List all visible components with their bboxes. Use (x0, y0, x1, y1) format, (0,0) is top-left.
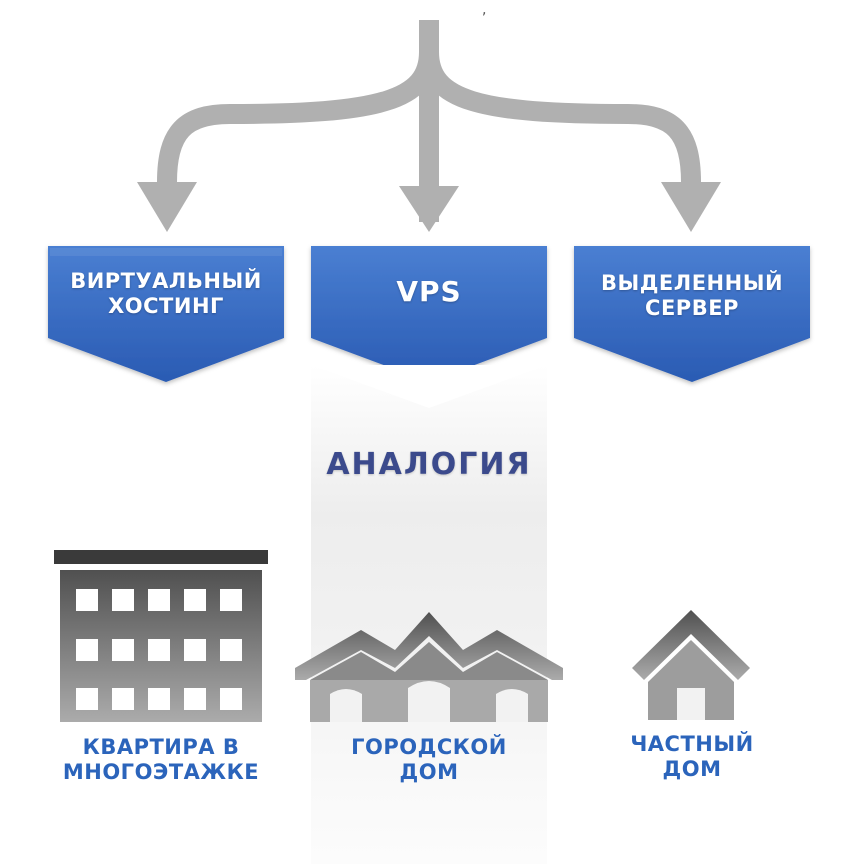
private-house-icon (632, 610, 750, 720)
category-label-vps: VPS (311, 275, 547, 308)
analogy-label-private-house: ЧАСТНЫЙ ДОМ (574, 732, 810, 782)
category-label-line: ХОСТИНГ (108, 293, 224, 318)
analogy-label-line: КВАРТИРА В (82, 735, 240, 759)
analogy-label-apartment: КВАРТИРА В МНОГОЭТАЖКЕ (30, 735, 292, 785)
analogy-heading: АНАЛОГИЯ (326, 447, 532, 482)
category-label-line: ВИРТУАЛЬНЫЙ (70, 269, 262, 293)
right-arrow-head (661, 182, 721, 232)
house-door (677, 688, 705, 720)
right-arrow-stem (419, 51, 701, 183)
category-label-line: VPS (396, 275, 462, 308)
center-arrow-head (399, 186, 459, 232)
category-box-dedicated-server (574, 246, 810, 382)
townhouse-icon (295, 612, 563, 722)
townhouse-door-center (408, 681, 450, 722)
left-arrow-head (137, 182, 197, 232)
analogy-label-line: ДОМ (399, 759, 459, 784)
category-label-dedicated-server: ВЫДЕЛЕННЫЙ СЕРВЕР (574, 271, 810, 321)
analogy-label-line: ЧАСТНЫЙ (630, 732, 754, 756)
analogy-label-line: МНОГОЭТАЖКЕ (62, 759, 260, 784)
analogy-label-line: ДОМ (662, 756, 722, 781)
analogy-label-townhouse: ГОРОДСКОЙ ДОМ (311, 735, 547, 785)
category-label-line: СЕРВЕР (645, 295, 739, 320)
townhouse-door-left (330, 689, 362, 722)
apartment-building-icon (54, 550, 268, 722)
category-box-virtual-hosting (48, 246, 284, 382)
top-comma-mark: , (482, 2, 486, 18)
townhouse-door-right (496, 689, 528, 722)
left-arrow-stem (157, 51, 439, 183)
category-box-vps (311, 246, 547, 382)
vps-stripe-notch (311, 365, 547, 408)
category-label-line: ВЫДЕЛЕННЫЙ (600, 271, 784, 295)
analogy-label-line: ГОРОДСКОЙ (351, 735, 507, 759)
category-label-virtual-hosting: ВИРТУАЛЬНЫЙ ХОСТИНГ (48, 269, 284, 319)
